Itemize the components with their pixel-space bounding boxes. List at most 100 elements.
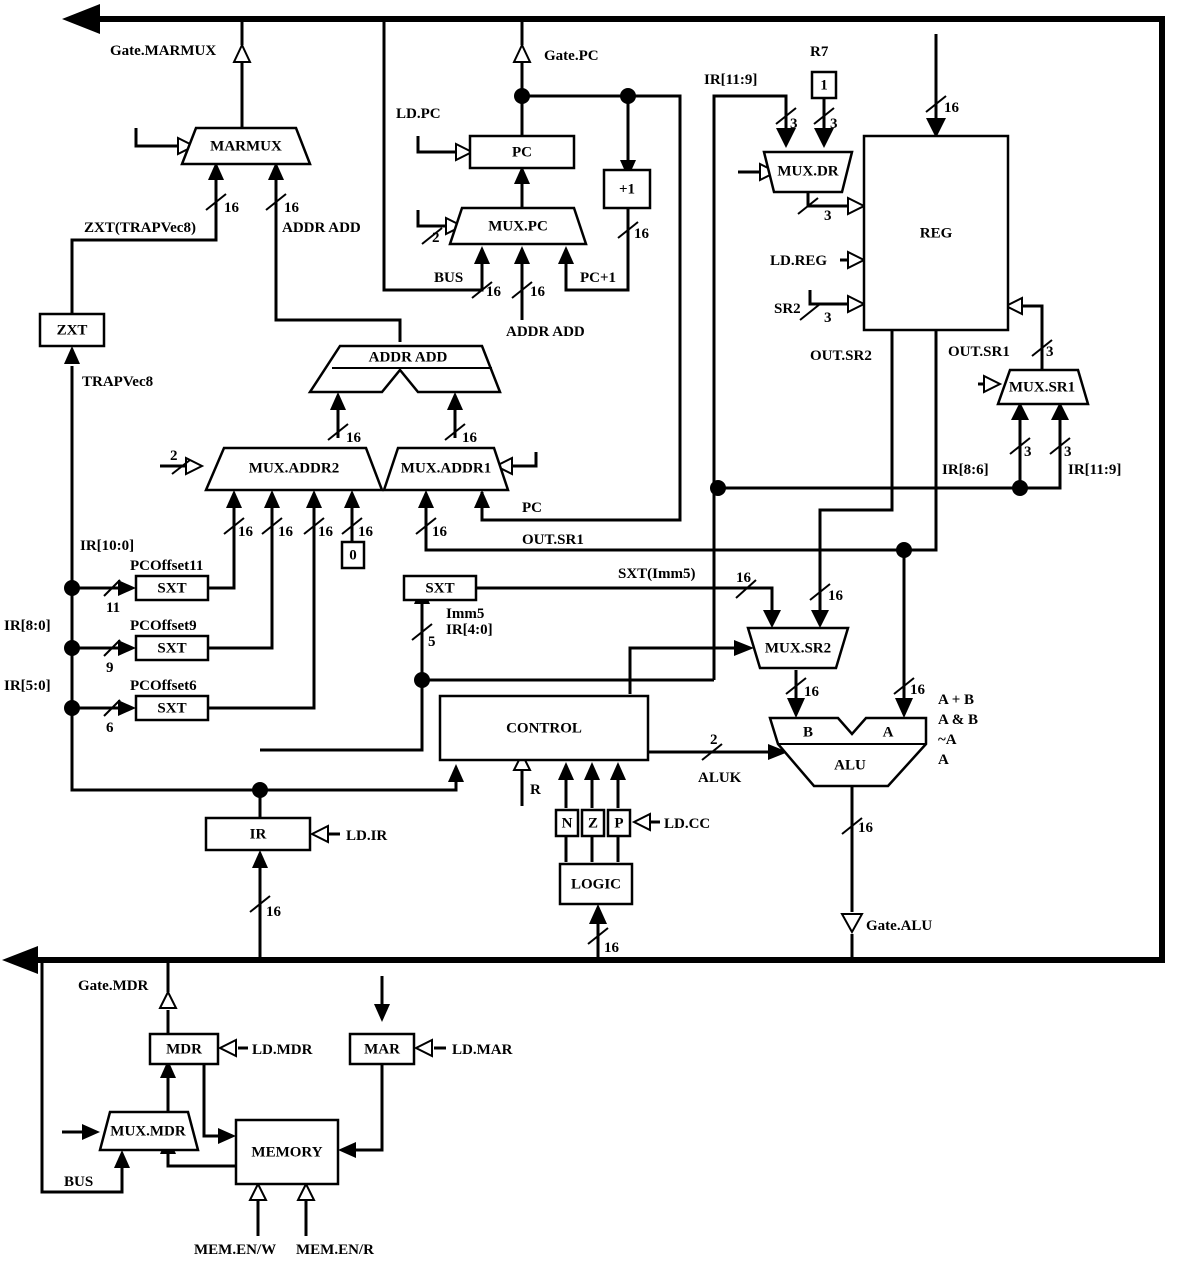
arrow-into-alu-aluk — [768, 744, 788, 760]
sxt-pcoffset11-block — [134, 574, 210, 602]
addr-add-label: ADDR ADD — [369, 349, 448, 365]
right-wires — [422, 34, 1062, 960]
alu-op-not-label: ~A — [938, 732, 957, 748]
junctions — [64, 88, 1028, 798]
const-zero-box — [340, 540, 366, 570]
width-label: 11 — [106, 600, 120, 616]
arrow-into-sxt11 — [118, 580, 136, 596]
ld-cc-label: LD.CC — [664, 816, 710, 832]
gate-alu-label: Gate.ALU — [866, 918, 932, 934]
mem-en-r-label: MEM.EN/R — [296, 1242, 374, 1258]
width-label: 16 — [486, 284, 502, 300]
ir-10-0-label: IR[10:0] — [80, 538, 134, 554]
width-label: 3 — [1064, 444, 1072, 460]
arrow-into-muxaddr1-a — [418, 490, 434, 508]
zxt-block — [38, 312, 106, 348]
width-label: 3 — [830, 116, 838, 132]
arrow-into-muxdr-a — [776, 128, 796, 148]
sxt-pcoffset9-block — [134, 634, 210, 662]
mux-sr1-label: MUX.SR1 — [1009, 379, 1075, 395]
width-label: 16 — [858, 820, 874, 836]
out-sr1-addr1-label: OUT.SR1 — [522, 532, 584, 548]
gate-pc-tristate-icon — [512, 42, 532, 63]
mux-sr1-block — [996, 368, 1090, 406]
mux-dr-block — [762, 150, 854, 194]
const-one-box — [810, 70, 838, 100]
blocks: MARMUX PC MUX.PC +1 MUX.DR 1 REG MUX.SR1… — [38, 70, 1090, 1186]
ir-register — [204, 816, 312, 852]
arrow-into-muxmdr-sel — [82, 1124, 100, 1140]
width-label: 3 — [824, 310, 832, 326]
arrow-into-muxsr1-b — [1051, 402, 1069, 420]
cc-n-label: N — [562, 815, 573, 831]
mux-pc-block — [448, 206, 588, 246]
arrow-into-muxsr2-a — [763, 610, 781, 628]
logic-block — [558, 862, 634, 906]
memory-label: MEMORY — [251, 1144, 322, 1160]
sxt-pcoffset9-label: SXT — [157, 640, 186, 656]
arrow-into-pc — [514, 166, 530, 184]
aluk-label: ALUK — [698, 770, 742, 786]
pc-register — [468, 134, 576, 170]
sr2-label: SR2 — [774, 301, 801, 317]
width-label: 6 — [106, 720, 114, 736]
width-label: 16 — [910, 682, 926, 698]
width-label: 16 — [944, 100, 960, 116]
arrow-into-alu-b — [787, 698, 805, 718]
arrow-into-control — [448, 764, 464, 782]
width-label: 3 — [1024, 444, 1032, 460]
ld-mdr-label: LD.MDR — [252, 1042, 313, 1058]
marmux-block — [180, 126, 312, 166]
mux-addr1-label: MUX.ADDR1 — [401, 460, 491, 476]
cc-p-box — [606, 808, 632, 838]
sxt-pcoffset6-block — [134, 694, 210, 722]
width-label: 16 — [346, 430, 362, 446]
register-file-label: REG — [920, 225, 953, 241]
ir-4-0-label: IR[4:0] — [446, 622, 493, 638]
r7-label: R7 — [810, 44, 829, 60]
gate-pc-label: Gate.PC — [544, 48, 599, 64]
signal-labels: Gate.MARMUX Gate.PC LD.PC R7 IR[11:9] ZX… — [4, 43, 1121, 1258]
pc-feedback-label: PC — [522, 500, 542, 516]
arrow-into-logic — [589, 904, 607, 924]
arrow-into-muxpc-b — [514, 246, 530, 264]
width-label: 16 — [432, 524, 448, 540]
alu-op-pass-label: A — [938, 752, 949, 768]
arrow-into-memory — [218, 1128, 236, 1144]
mar-label: MAR — [364, 1041, 400, 1057]
width-label: 16 — [284, 200, 300, 216]
width-label: 16 — [804, 684, 820, 700]
pcoffset6-label: PCOffset6 — [130, 678, 197, 694]
mux-sr2-block — [746, 626, 850, 670]
width-label: 16 — [238, 524, 254, 540]
arrow-into-muxaddr2-d — [344, 490, 360, 508]
imm5-label: Imm5 — [446, 606, 484, 622]
width-slashes — [103, 95, 1071, 945]
arrow-into-marmux-b — [268, 162, 284, 180]
ir-label: IR — [250, 826, 267, 842]
arrow-into-muxsr1-a — [1011, 402, 1029, 420]
arrow-into-muxpc-a — [474, 246, 490, 264]
cc-z-label: Z — [588, 815, 598, 831]
alu-op-add-label: A + B — [938, 692, 974, 708]
r-label: R — [530, 782, 541, 798]
alu-op-and-label: A & B — [938, 712, 978, 728]
arrow-into-mdr — [160, 1060, 176, 1078]
trapvec8-label: TRAPVec8 — [82, 374, 153, 390]
sxt-imm5-label: SXT — [425, 580, 454, 596]
marmux-label: MARMUX — [210, 138, 282, 154]
mdr-label: MDR — [166, 1041, 202, 1057]
cc-n-box — [554, 808, 580, 838]
arrow-into-muxpc-c — [558, 246, 574, 264]
gate-mdr-label: Gate.MDR — [78, 978, 149, 994]
width-label: 2 — [170, 448, 178, 464]
arrow-into-sxt6 — [118, 700, 136, 716]
addr-add-marmux-label: ADDR ADD — [282, 220, 361, 236]
alu-b-port-label: B — [803, 724, 813, 740]
width-label: 2 — [432, 230, 440, 246]
bus-muxpc-label: BUS — [434, 270, 463, 286]
gate-mdr-tristate-icon — [158, 989, 178, 1009]
width-label: 5 — [428, 634, 436, 650]
width-label: 16 — [828, 588, 844, 604]
